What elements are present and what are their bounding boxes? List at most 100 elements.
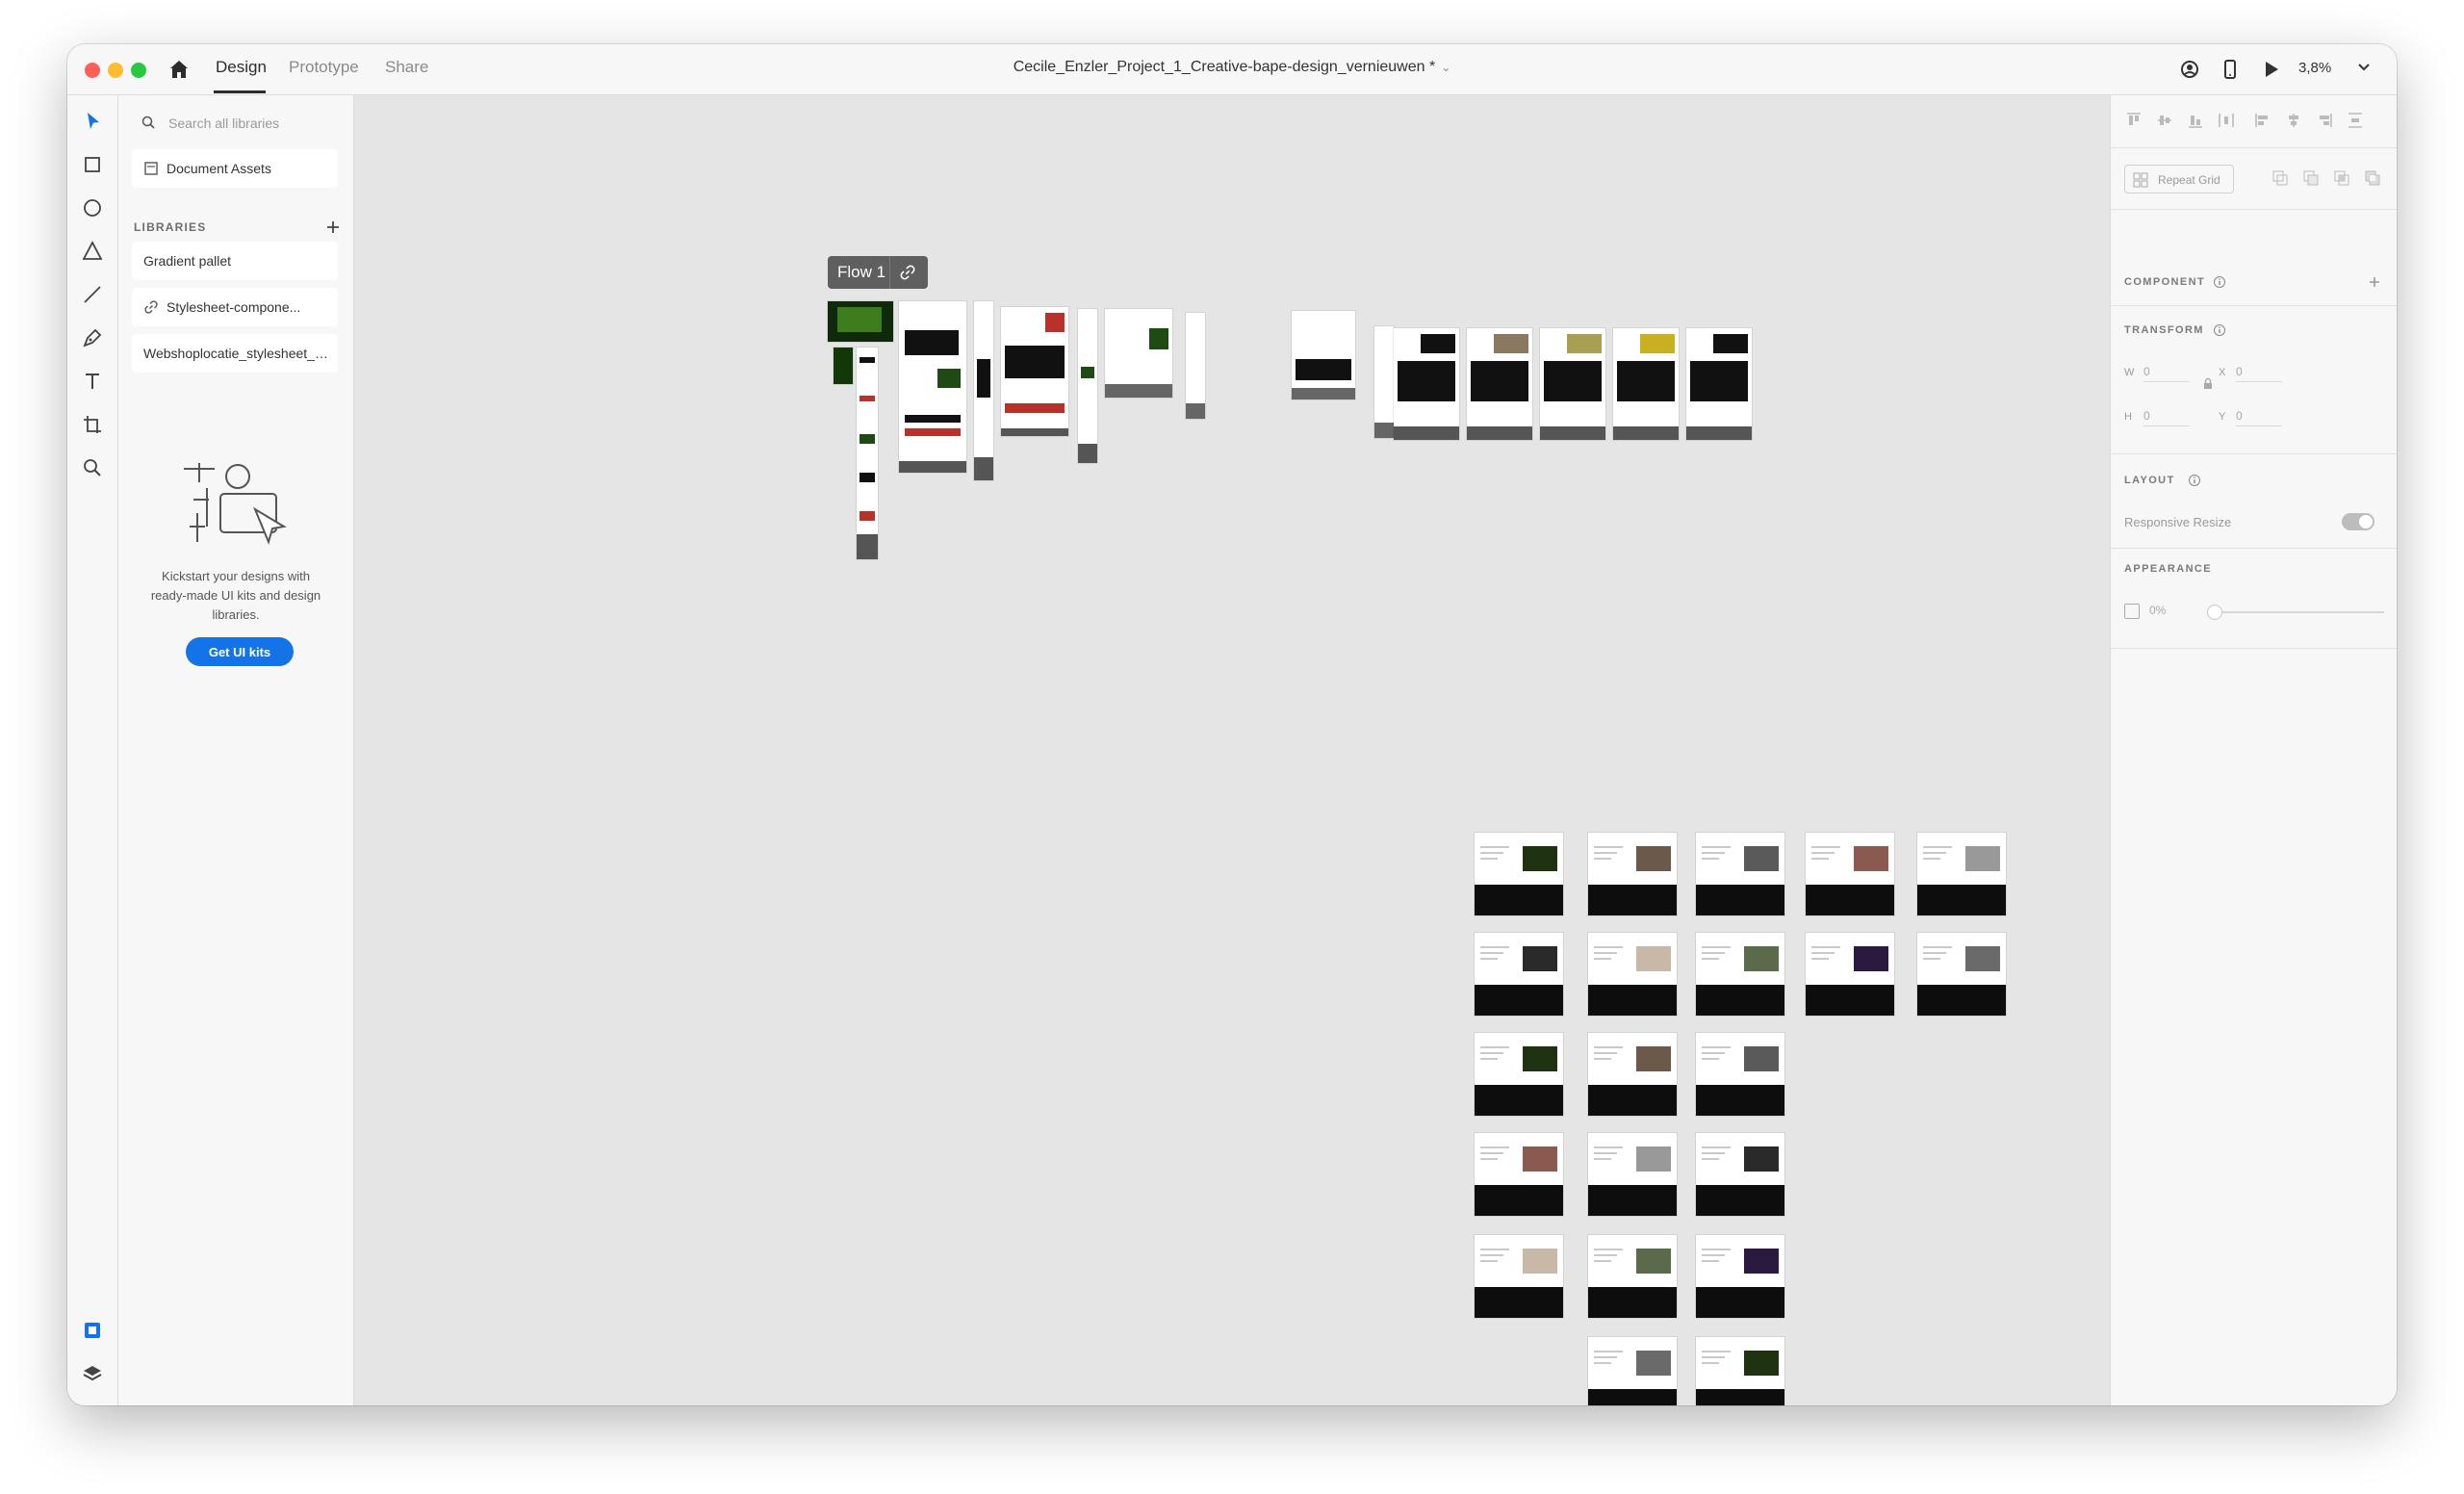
y-field[interactable]: 0 — [2236, 409, 2282, 426]
height-field[interactable]: 0 — [2143, 409, 2190, 426]
boolean-intersect-icon[interactable] — [2332, 168, 2351, 188]
product-artboard[interactable] — [1806, 833, 1894, 915]
zoom-icon[interactable] — [80, 455, 105, 480]
plugins-icon[interactable] — [80, 1404, 105, 1405]
align-middle-icon[interactable] — [2155, 111, 2174, 130]
user-circle-icon[interactable] — [2177, 57, 2202, 82]
product-artboard[interactable] — [1696, 1337, 1784, 1405]
play-icon[interactable] — [2258, 57, 2283, 82]
home-icon[interactable] — [167, 58, 191, 81]
zoom-level[interactable]: 3,8% — [2298, 60, 2332, 76]
boolean-subtract-icon[interactable] — [2301, 168, 2321, 188]
artboard[interactable] — [1613, 328, 1679, 440]
search-input[interactable] — [167, 111, 334, 136]
tab-design[interactable]: Design — [216, 58, 267, 76]
artboard[interactable] — [1467, 328, 1532, 440]
layers-icon[interactable] — [80, 1361, 105, 1386]
lock-aspect-icon[interactable] — [2201, 376, 2215, 390]
artboard-footer — [1374, 423, 1394, 438]
artboard[interactable] — [899, 301, 966, 473]
artboard[interactable] — [1078, 309, 1097, 463]
artboard[interactable] — [1186, 313, 1205, 419]
product-artboard[interactable] — [1588, 1133, 1677, 1216]
pen-icon[interactable] — [80, 325, 105, 350]
artboard[interactable] — [1394, 328, 1459, 440]
text-icon[interactable] — [80, 369, 105, 394]
artboard[interactable] — [828, 301, 893, 342]
add-component-icon[interactable] — [2367, 274, 2384, 292]
document-assets-item[interactable]: Document Assets — [132, 149, 338, 188]
library-search[interactable] — [132, 107, 340, 138]
get-ui-kits-button[interactable]: Get UI kits — [186, 637, 294, 666]
distribute-vertical-icon[interactable] — [2346, 111, 2365, 130]
artboard-icon[interactable] — [80, 412, 105, 437]
artboard[interactable] — [974, 301, 993, 480]
text-placeholder — [1594, 1260, 1611, 1262]
design-canvas[interactable]: Flow 1 — [354, 95, 2110, 1405]
product-artboard[interactable] — [1475, 833, 1563, 915]
artboard[interactable] — [1540, 328, 1605, 440]
product-artboard[interactable] — [1588, 1235, 1677, 1318]
artboard-footer — [1588, 1085, 1677, 1116]
product-artboard[interactable] — [1917, 833, 2006, 915]
product-artboard[interactable] — [1475, 1033, 1563, 1116]
product-artboard[interactable] — [1696, 1033, 1784, 1116]
distribute-horizontal-icon[interactable] — [2217, 111, 2236, 130]
zoom-window-button[interactable] — [131, 63, 146, 78]
document-title[interactable]: Cecile_Enzler_Project_1_Creative-bape-de… — [67, 59, 2397, 76]
artboard[interactable] — [834, 348, 853, 384]
product-artboard[interactable] — [1588, 933, 1677, 1016]
artboard[interactable] — [1001, 307, 1068, 436]
align-bottom-icon[interactable] — [2186, 111, 2205, 130]
tab-share[interactable]: Share — [385, 58, 429, 76]
artboard[interactable] — [1292, 311, 1355, 399]
product-artboard[interactable] — [1696, 833, 1784, 915]
align-center-icon[interactable] — [2284, 111, 2303, 130]
assets-icon[interactable] — [80, 1318, 105, 1343]
repeat-grid-button[interactable]: Repeat Grid — [2124, 165, 2234, 193]
product-artboard[interactable] — [1806, 933, 1894, 1016]
library-item[interactable]: Webshoplocatie_stylesheet_li... — [132, 334, 338, 373]
boolean-add-icon[interactable] — [2271, 168, 2290, 188]
artboard[interactable] — [1374, 326, 1394, 438]
opacity-slider-track[interactable] — [2215, 611, 2384, 613]
chevron-down-icon[interactable] — [2356, 58, 2372, 77]
align-top-icon[interactable] — [2124, 111, 2143, 130]
close-window-button[interactable] — [85, 63, 100, 78]
product-artboard[interactable] — [1475, 1235, 1563, 1318]
product-artboard[interactable] — [1588, 833, 1677, 915]
artboard[interactable] — [857, 348, 878, 559]
product-image — [1965, 846, 2000, 871]
library-item[interactable]: Stylesheet-compone... — [132, 288, 338, 326]
flow-label[interactable]: Flow 1 — [828, 256, 928, 289]
product-artboard[interactable] — [1588, 1337, 1677, 1405]
align-right-icon[interactable] — [2315, 111, 2334, 130]
width-field[interactable]: 0 — [2143, 365, 2190, 382]
add-library-icon[interactable] — [324, 219, 342, 236]
opacity-value[interactable]: 0% — [2149, 604, 2167, 617]
artboard[interactable] — [1686, 328, 1752, 440]
product-artboard[interactable] — [1696, 1133, 1784, 1216]
tab-prototype[interactable]: Prototype — [289, 58, 359, 76]
artboard[interactable] — [1105, 309, 1172, 398]
responsive-resize-toggle[interactable] — [2342, 513, 2374, 530]
product-artboard[interactable] — [1475, 933, 1563, 1016]
library-item[interactable]: Gradient pallet — [132, 242, 338, 280]
polygon-icon[interactable] — [80, 239, 105, 264]
boolean-exclude-icon[interactable] — [2363, 168, 2382, 188]
phone-preview-icon[interactable] — [2218, 57, 2243, 82]
artboard-footer — [1078, 444, 1097, 463]
align-left-icon[interactable] — [2253, 111, 2272, 130]
select-icon[interactable] — [80, 109, 105, 134]
product-artboard[interactable] — [1696, 933, 1784, 1016]
opacity-slider-handle[interactable] — [2207, 605, 2222, 620]
rectangle-icon[interactable] — [80, 152, 105, 177]
x-field[interactable]: 0 — [2236, 365, 2282, 382]
product-artboard[interactable] — [1696, 1235, 1784, 1318]
product-artboard[interactable] — [1475, 1133, 1563, 1216]
minimize-window-button[interactable] — [108, 63, 123, 78]
line-icon[interactable] — [80, 282, 105, 307]
product-artboard[interactable] — [1917, 933, 2006, 1016]
product-artboard[interactable] — [1588, 1033, 1677, 1116]
ellipse-icon[interactable] — [80, 195, 105, 220]
